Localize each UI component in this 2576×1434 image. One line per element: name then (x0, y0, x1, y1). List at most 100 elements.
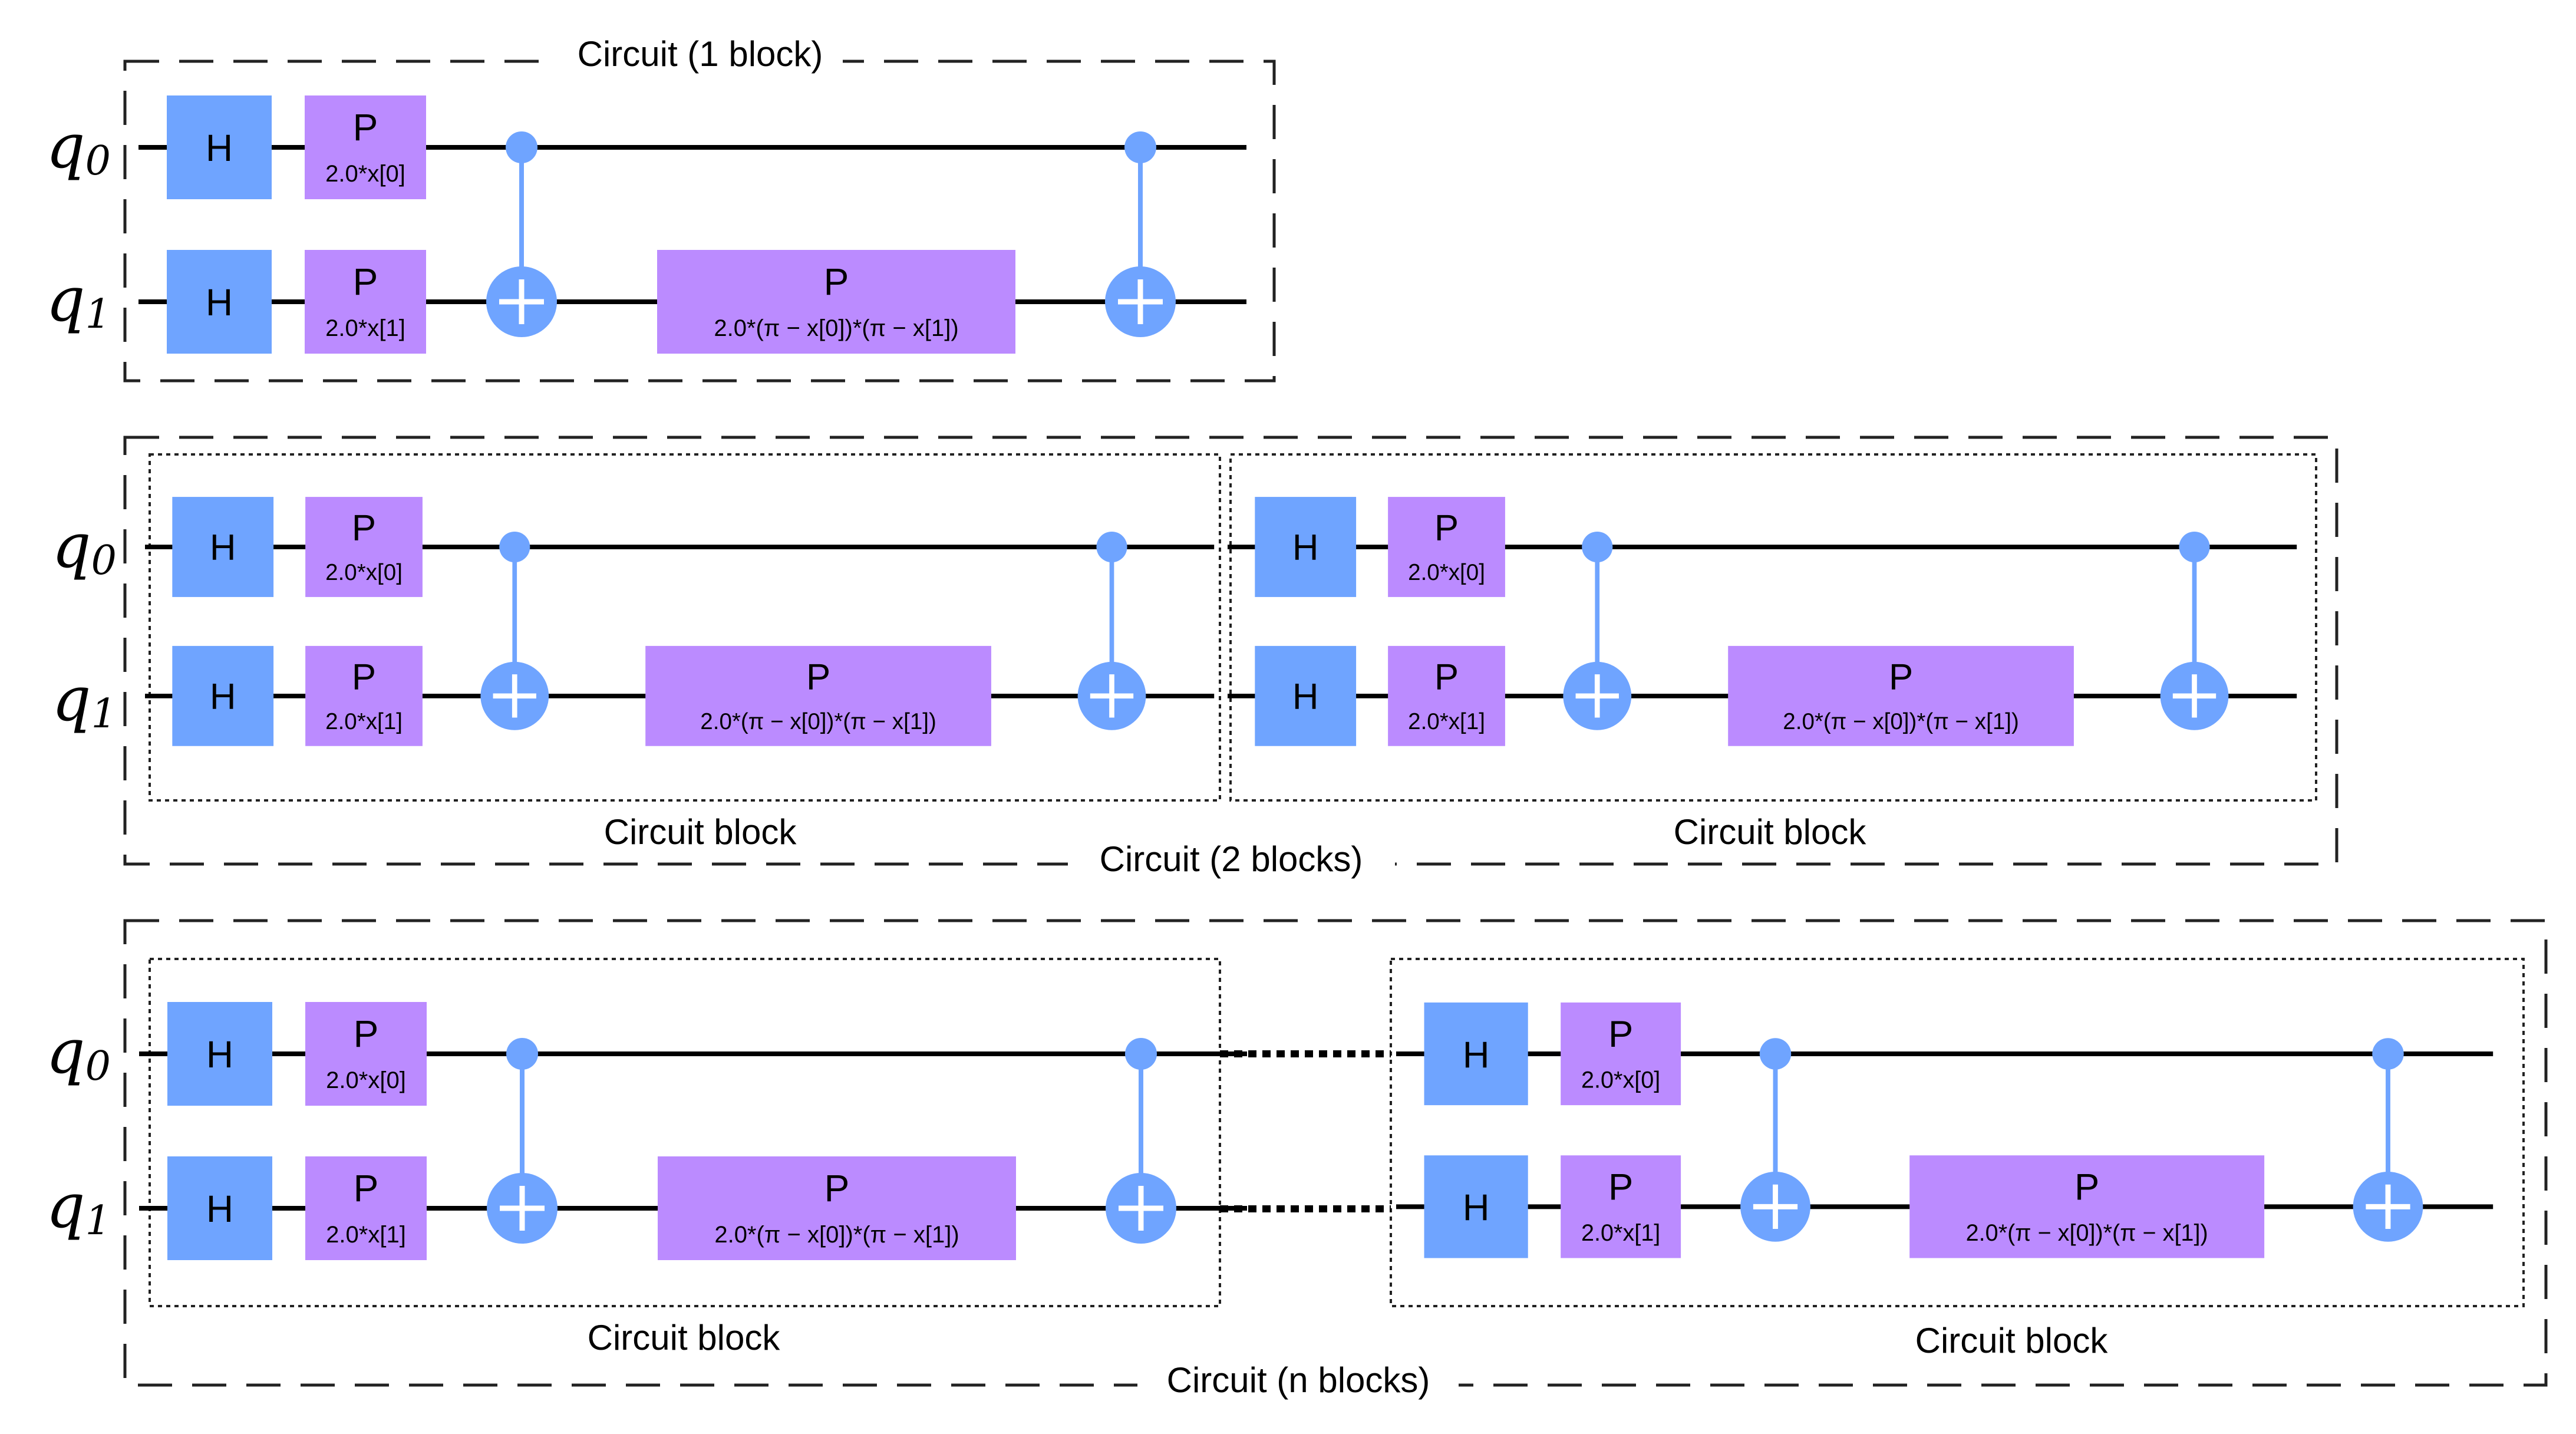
p-gate-label: P (353, 261, 378, 303)
cnot-control-dot (506, 1038, 538, 1070)
p-gate-param: 2.0*x[1] (325, 709, 403, 734)
qubit-label-q0: q0 (46, 110, 111, 184)
p-gate-label: P (1608, 1167, 1633, 1208)
frame-circuit-n-blocks (123, 919, 2548, 1387)
p-gate-param: 2.0*x[0] (326, 1067, 406, 1093)
pp-gate (657, 250, 1015, 354)
pp-gate (1728, 645, 2074, 746)
p-gate-label: P (1434, 507, 1459, 548)
h-gate-label: H (206, 281, 233, 324)
p-gate-param: 2.0*x[1] (1581, 1220, 1660, 1246)
pp-gate-label: P (824, 1167, 850, 1209)
circuit-block-caption: Circuit block (588, 1318, 781, 1357)
qubit-label-q1: q1 (52, 663, 117, 737)
block-frame (1390, 958, 2525, 1307)
h-gate (167, 1002, 272, 1106)
pp-gate-param: 2.0*(π − x[0])*(π − x[1]) (714, 315, 958, 341)
circuit-block-2-blocks-second: H H P 2.0*x[0] P 2.0*x[1] P 2.0*(π − x[0])*(π −… (1228, 497, 2297, 746)
cnot-control-dot (506, 131, 537, 163)
p-gate (305, 250, 426, 354)
h-gate (1255, 645, 1357, 746)
qubit-label-q1: q1 (46, 1170, 111, 1244)
cnot-control-dot (2372, 1038, 2404, 1070)
cnot-control-dot (1759, 1038, 1792, 1070)
p-gate (1561, 1155, 1681, 1258)
h-gate (1255, 497, 1357, 597)
circuit-n-blocks-title: Circuit (n blocks) (1167, 1360, 1430, 1400)
h-gate-label: H (210, 677, 236, 717)
pp-gate (1909, 1155, 2265, 1258)
qubit-label-q0: q0 (46, 1016, 111, 1090)
h-gate (172, 645, 274, 746)
h-gate (172, 497, 274, 597)
frame-titles: Circuit (1 block) Circuit (2 blocks) Cir… (557, 28, 1459, 1415)
h-gate-label: H (1292, 528, 1319, 568)
title-bg (557, 28, 843, 84)
qubit-label-q0: q0 (52, 510, 117, 584)
pp-gate-param: 2.0*(π − x[0])*(π − x[1]) (1783, 709, 2019, 734)
h-gate-label: H (206, 127, 233, 169)
pp-gate-label: P (824, 261, 849, 303)
block-captions: Circuit block Circuit block Circuit bloc… (588, 812, 2109, 1360)
circuit-block-caption: Circuit block (1915, 1321, 2109, 1360)
h-gate-label: H (206, 1033, 233, 1076)
p-gate-param: 2.0*x[0] (325, 161, 405, 187)
h-gate (167, 95, 272, 199)
circuit-block-caption: Circuit block (604, 812, 797, 852)
pp-gate (658, 1156, 1016, 1260)
h-gate (167, 1156, 272, 1260)
pp-gate (645, 645, 991, 746)
p-gate (1388, 645, 1505, 746)
p-gate-label: P (354, 1013, 379, 1055)
qubit-label-q1: q1 (46, 263, 111, 338)
cnot-control-dot (2179, 531, 2210, 563)
block-frame (149, 453, 1221, 802)
circuit-1-block-title: Circuit (1 block) (578, 34, 823, 74)
pp-gate-label: P (2074, 1167, 2099, 1208)
h-gate-label: H (1292, 677, 1319, 717)
title-bg (1137, 1350, 1459, 1415)
circuit-2-blocks-title: Circuit (2 blocks) (1100, 839, 1363, 879)
pp-gate-label: P (1889, 657, 1913, 697)
pp-gate-param: 2.0*(π − x[0])*(π − x[1]) (714, 1222, 959, 1248)
cnot-control-dot (499, 531, 530, 563)
p-gate-param: 2.0*x[1] (326, 1222, 406, 1248)
p-gate (305, 1002, 427, 1106)
p-gate (305, 645, 423, 746)
h-gate (1424, 1155, 1528, 1258)
h-gate-label: H (1463, 1034, 1490, 1076)
pp-gate-label: P (806, 657, 830, 697)
h-gate-label: H (210, 528, 236, 568)
p-gate (1388, 497, 1505, 597)
cnot-control-dot (1582, 531, 1613, 563)
p-gate-label: P (354, 1167, 379, 1209)
p-gate (305, 95, 426, 199)
p-gate-label: P (1608, 1014, 1633, 1055)
qubit-labels: q0 q1 q0 q1 q0 q1 (46, 110, 117, 1244)
pp-gate-param: 2.0*(π − x[0])*(π − x[1]) (700, 709, 936, 734)
p-gate (305, 1156, 427, 1260)
p-gate-label: P (1434, 657, 1459, 697)
circuit-block-2-blocks-first: H H P 2.0*x[0] P 2.0*x[1] P 2.0*(π − x[0])*(π −… (145, 497, 1215, 746)
circuit-block-n-blocks-first: H H P 2.0*x[0] P 2.0*x[1] P 2.0*(π − x[0])*(π −… (139, 1002, 1247, 1260)
title-bg (1068, 828, 1395, 893)
p-gate (305, 497, 423, 597)
h-gate (167, 250, 272, 354)
p-gate-param: 2.0*x[0] (325, 560, 403, 585)
cnot-control-dot (1096, 531, 1127, 563)
h-gate (1424, 1002, 1528, 1106)
pp-gate-param: 2.0*(π − x[0])*(π − x[1]) (1966, 1220, 2208, 1246)
p-gate-param: 2.0*x[1] (1408, 709, 1485, 734)
circuit-block-caption: Circuit block (1674, 812, 1867, 852)
p-gate-param: 2.0*x[0] (1408, 560, 1485, 585)
p-gate (1561, 1002, 1681, 1106)
h-gate-label: H (206, 1188, 233, 1230)
block-frames (149, 453, 2525, 1307)
p-gate-label: P (352, 507, 376, 548)
h-gate-label: H (1463, 1187, 1490, 1228)
p-gate-label: P (352, 657, 376, 697)
p-gate-label: P (353, 106, 378, 149)
